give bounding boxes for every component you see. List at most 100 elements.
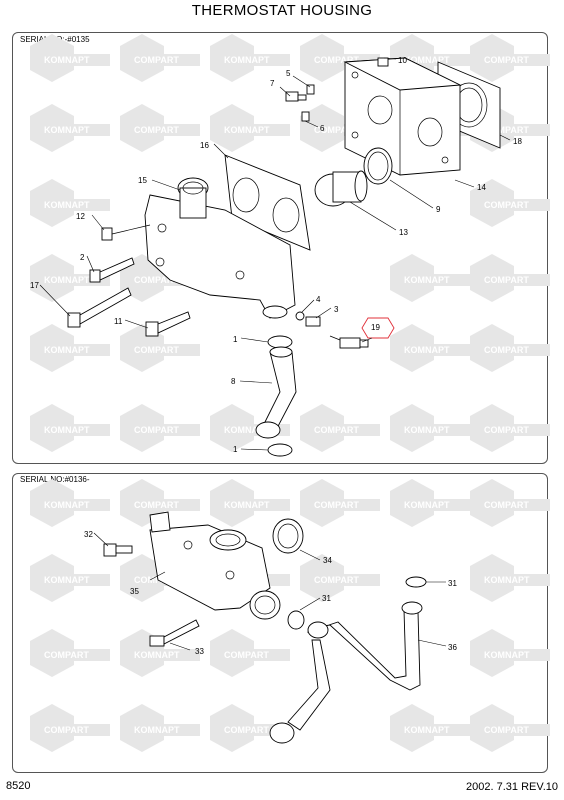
watermark-tile: COMPART — [300, 479, 380, 527]
watermark-text: KOMNAPT — [224, 500, 270, 510]
top-callout-19: 19 — [371, 323, 380, 332]
watermark-tile: COMPART — [470, 404, 550, 452]
watermark-text: KOMNAPT — [44, 55, 90, 65]
top-callout-3: 3 — [334, 305, 339, 314]
watermark-text: COMPART — [314, 55, 359, 65]
watermark-tile: KOMNAPT — [390, 404, 470, 452]
fitting-5 — [306, 84, 315, 95]
highlight-hexagon-19 — [361, 317, 395, 339]
watermark-tile: COMPART — [210, 629, 290, 677]
top-callout-9: 9 — [436, 205, 441, 214]
watermark-tile: COMPART — [470, 34, 550, 82]
watermark-tile: KOMNAPT — [30, 179, 110, 227]
watermark-text: COMPART — [44, 725, 89, 735]
oring-1-lower — [267, 443, 293, 457]
watermark-text: COMPART — [44, 650, 89, 660]
bolt-2 — [89, 257, 135, 283]
oring-9 — [363, 147, 393, 185]
watermark-text: KOMNAPT — [224, 425, 270, 435]
watermark-tile: COMPART — [120, 34, 200, 82]
watermark-tile: KOMNAPT — [30, 554, 110, 602]
watermark-text: COMPART — [314, 425, 359, 435]
watermark-text: COMPART — [484, 345, 529, 355]
watermark-text: KOMNAPT — [404, 425, 450, 435]
pipe-8 — [255, 346, 297, 439]
thermostat-block-14 — [343, 57, 462, 176]
oring-1-upper — [267, 335, 293, 349]
watermark-tile: COMPART — [470, 479, 550, 527]
oring-31-right — [405, 576, 427, 588]
watermark-tile: KOMNAPT — [390, 324, 470, 372]
page-title: THERMOSTAT HOUSING — [191, 2, 373, 19]
top-callout-16: 16 — [200, 141, 209, 150]
top-callout-7: 7 — [270, 79, 275, 88]
bottom-callout-33: 33 — [195, 647, 204, 656]
watermark-text: COMPART — [134, 275, 179, 285]
bottom-callout-36: 36 — [448, 643, 457, 652]
watermark-tile: COMPART — [30, 629, 110, 677]
watermark-text: KOMNAPT — [484, 650, 530, 660]
top-callout-14: 14 — [477, 183, 486, 192]
watermark-tile: KOMNAPT — [470, 629, 550, 677]
watermark-text: COMPART — [134, 575, 179, 585]
watermark-text: COMPART — [484, 725, 529, 735]
top-callout-10: 10 — [398, 56, 407, 65]
bottom-callout-31: 31 — [322, 594, 331, 603]
top-callout-13: 13 — [399, 228, 408, 237]
watermark-text: COMPART — [134, 55, 179, 65]
watermark-text: COMPART — [134, 125, 179, 135]
watermark-text: COMPART — [224, 725, 269, 735]
watermark-text: KOMNAPT — [44, 200, 90, 210]
top-callout-1: 1 — [233, 335, 238, 344]
watermark-tile: KOMNAPT — [30, 324, 110, 372]
watermark-text: KOMNAPT — [134, 725, 180, 735]
watermark-text: COMPART — [224, 650, 269, 660]
watermark-tile: COMPART — [300, 404, 380, 452]
bolt-11 — [145, 311, 191, 337]
watermark-tile: KOMNAPT — [210, 479, 290, 527]
watermark-tile: KOMNAPT — [30, 479, 110, 527]
watermark-text: KOMNAPT — [224, 55, 270, 65]
serial-label-bottom: SERIAL NO:#0136- — [20, 475, 90, 484]
watermark-tile: KOMNAPT — [390, 704, 470, 752]
revision-date: 2002. 7.31 REV.10 — [466, 781, 558, 793]
watermark-text: KOMNAPT — [404, 500, 450, 510]
watermark-text: COMPART — [314, 500, 359, 510]
watermark-text: KOMNAPT — [484, 575, 530, 585]
plug-3 — [305, 316, 321, 327]
oring-31-left — [287, 610, 305, 630]
sensor-19 — [329, 335, 369, 349]
watermark-text: COMPART — [134, 345, 179, 355]
watermark-tile: KOMNAPT — [30, 404, 110, 452]
watermark-tile: COMPART — [470, 254, 550, 302]
watermark-text: COMPART — [134, 500, 179, 510]
watermark-text: COMPART — [314, 575, 359, 585]
watermark-tile: KOMNAPT — [470, 554, 550, 602]
housing-15 — [144, 177, 296, 319]
watermark-text: COMPART — [484, 500, 529, 510]
watermark-tile: KOMNAPT — [390, 254, 470, 302]
watermark-text: KOMNAPT — [134, 650, 180, 660]
watermark-text: COMPART — [134, 425, 179, 435]
bottom-callout-31: 31 — [448, 579, 457, 588]
top-callout-15: 15 — [138, 176, 147, 185]
watermark-tile: KOMNAPT — [210, 104, 290, 152]
bottom-callout-34: 34 — [323, 556, 332, 565]
watermark-text: KOMNAPT — [44, 425, 90, 435]
watermark-tile: KOMNAPT — [210, 34, 290, 82]
watermark-tile: KOMNAPT — [30, 254, 110, 302]
watermark-text: KOMNAPT — [224, 125, 270, 135]
watermark-text: COMPART — [484, 125, 529, 135]
bottom-callout-35: 35 — [130, 587, 139, 596]
gasket-34 — [272, 518, 304, 554]
sensor-33 — [149, 619, 200, 647]
top-callout-5: 5 — [286, 69, 291, 78]
top-callout-18: 18 — [513, 137, 522, 146]
watermark-tile: COMPART — [120, 404, 200, 452]
watermark-text: KOMNAPT — [44, 345, 90, 355]
bolt-17 — [67, 287, 132, 328]
pipe-36 — [269, 601, 423, 744]
oring-4 — [295, 311, 305, 321]
watermark-tile: KOMNAPT — [390, 479, 470, 527]
